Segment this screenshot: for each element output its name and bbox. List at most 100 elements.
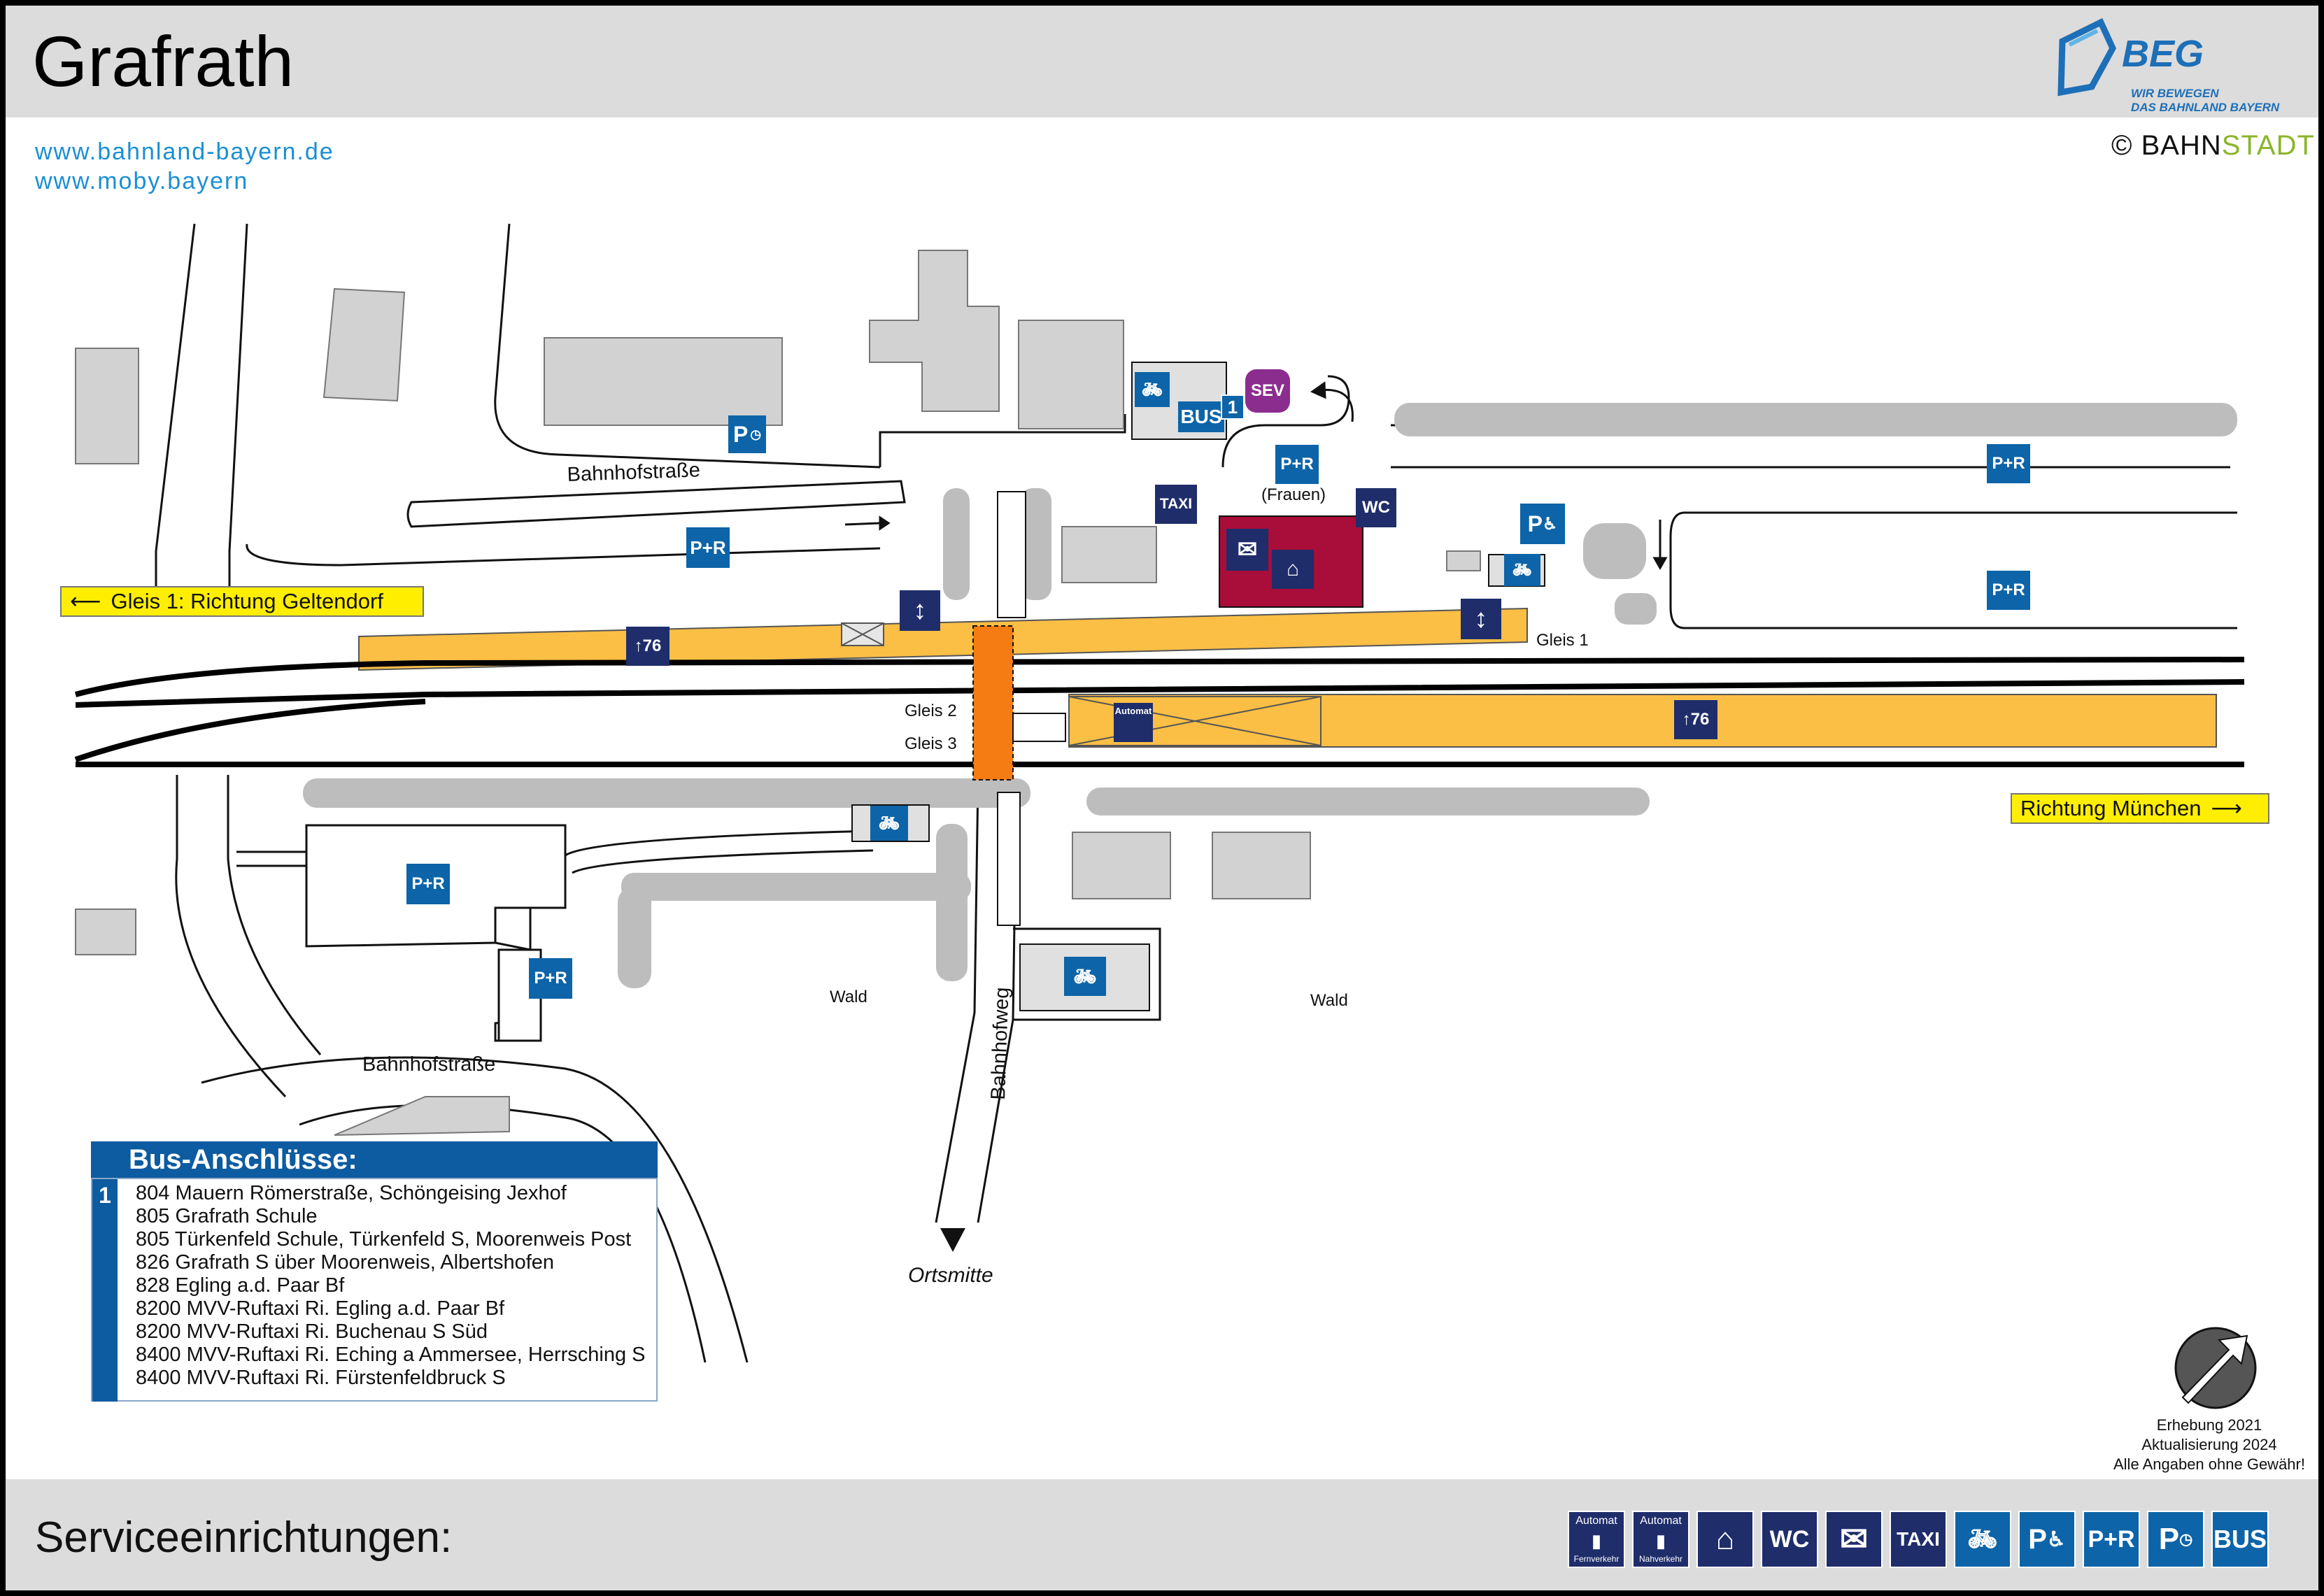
survey-line-3: Alle Angaben ohne Gewähr! <box>2113 1455 2305 1473</box>
taxi-icon: TAXI <box>1155 485 1197 524</box>
bench-shelter-cross <box>841 622 884 646</box>
arrow-loop <box>1320 389 1354 422</box>
bus-stop-number: 1 <box>92 1179 118 1402</box>
ticket-machine-regional-icon: Automat▮Nahverkehr <box>1632 1511 1689 1568</box>
bike-parking-icon: 🚲︎ <box>1954 1511 2011 1568</box>
park-and-ride-icon: P+R <box>1987 571 2030 610</box>
road-loop <box>1221 375 1350 468</box>
hedge <box>936 824 968 981</box>
wc-icon: WC <box>1761 1511 1818 1568</box>
park-and-ride-icon: P+R <box>2083 1511 2140 1568</box>
stairs-platform <box>1012 713 1066 742</box>
survey-line-2: Aktualisierung 2024 <box>2141 1436 2277 1453</box>
ticket-machine-long-distance-icon: Automat▮Fernverkehr <box>1568 1511 1625 1568</box>
header-band <box>6 6 2318 117</box>
bus-line: 8200 MVV-Ruftaxi Ri. Egling a.d. Paar Bf <box>136 1297 505 1320</box>
building <box>869 250 1000 412</box>
bus-connections-title: Bus-Anschlüsse: <box>91 1141 658 1178</box>
direction-sign-geltendorf: ⟵Gleis 1: Richtung Geltendorf <box>60 586 424 617</box>
building <box>1072 832 1171 899</box>
bus-connections-body: 1 804 Mauern Römerstraße, Schöngeising J… <box>91 1178 658 1402</box>
road-west-edge-2 <box>228 223 248 600</box>
road-bahnhofweg-west <box>935 781 979 1223</box>
area-label-wald-west: Wald <box>830 988 867 1006</box>
road-bahnhofstrasse-north-2 <box>246 543 881 567</box>
hedge <box>618 887 651 988</box>
survey-note: Erhebung 2021 Aktualisierung 2024 Alle A… <box>2111 1416 2307 1474</box>
bike-parking-icon: 🚲︎ <box>870 806 908 841</box>
beg-logo-mark <box>2057 17 2117 97</box>
hedge <box>303 778 1030 808</box>
road-south-link-top <box>565 829 874 857</box>
page-title: Grafrath <box>32 22 295 101</box>
track-switch <box>74 699 426 762</box>
copyright-stadt: STADT <box>2221 130 2315 161</box>
bus-icon: BUS <box>2211 1511 2269 1568</box>
hedge <box>1086 788 1650 815</box>
link-bahnland-bayern[interactable]: www.bahnland-bayern.de <box>35 138 334 165</box>
bus-line: 8200 MVV-Ruftaxi Ri. Buchenau S Süd <box>136 1320 488 1343</box>
arrow-ortsmitte-icon <box>940 1228 965 1252</box>
road-west-edge-1 <box>155 223 196 600</box>
parking-lot-south-2 <box>494 906 532 1042</box>
services-title: Serviceeinrichtungen: <box>35 1513 453 1562</box>
arrow-road-east-head <box>879 515 891 531</box>
hedge <box>1615 593 1657 625</box>
building <box>75 348 139 464</box>
beg-logo-mark-accent <box>2068 29 2099 47</box>
building <box>1446 550 1481 571</box>
bike-parking-icon: 🚲︎ <box>1064 957 1106 996</box>
building <box>323 287 406 402</box>
shelter-cross <box>1068 696 1322 746</box>
bike-parking-icon: 🚲︎ <box>1135 372 1170 407</box>
bus-line: 805 Grafrath Schule <box>136 1205 318 1227</box>
short-term-parking-icon: P◷ <box>728 415 766 453</box>
north-arrow-pointer <box>2181 1334 2248 1404</box>
building <box>1061 526 1157 583</box>
road-bahnhofstrasse-south-2 <box>299 1104 707 1363</box>
disabled-parking-icon: P♿︎ <box>1520 504 1565 544</box>
waiting-room-icon: ⌂ <box>1272 550 1314 589</box>
building <box>1018 320 1124 429</box>
frauen-label: (Frauen) <box>1261 485 1326 504</box>
copyright-symbol: © <box>2111 130 2133 161</box>
street-label-bahnhofstrasse-south: Bahnhofstraße <box>362 1053 495 1076</box>
railway-tracks <box>74 657 2245 767</box>
waiting-room-icon: ⌂ <box>1696 1511 1754 1568</box>
building <box>334 1096 510 1136</box>
arrow-road-down-head <box>1652 557 1668 571</box>
short-term-parking-icon: P◷ <box>2147 1511 2204 1568</box>
road-south-p-r-link <box>236 850 306 867</box>
road-north-main-top <box>879 414 1126 467</box>
bus-lines-list: 804 Mauern Römerstraße, Schöngeising Jex… <box>136 1182 646 1390</box>
disabled-parking-icon: P♿︎ <box>2018 1511 2076 1568</box>
track-label-gleis-2: Gleis 2 <box>905 701 957 720</box>
park-and-ride-icon: P+R <box>529 958 572 999</box>
park-and-ride-icon: P+R <box>1275 445 1319 484</box>
south-parking-lots <box>305 824 567 1042</box>
elevator-icon: ↕ <box>900 590 940 631</box>
platform-height-icon: ↑76 <box>626 627 669 666</box>
stairs <box>997 491 1066 926</box>
direction-sign-muenchen: Richtung München⟶ <box>2011 793 2269 824</box>
stairs-south <box>997 792 1021 926</box>
building <box>75 909 136 955</box>
building <box>1212 832 1311 899</box>
sev-icon: SEV <box>1245 369 1290 413</box>
hedge <box>943 488 970 600</box>
road-south-west-1 <box>175 775 287 1098</box>
area-label-wald-east: Wald <box>1310 991 1348 1010</box>
bus-connections-panel: Bus-Anschlüsse: 1 804 Mauern Römerstraße… <box>91 1141 658 1402</box>
bus-line: 828 Egling a.d. Paar Bf <box>136 1274 345 1297</box>
beg-logo <box>2057 17 2117 97</box>
track-label-gleis-1: Gleis 1 <box>1536 631 1589 650</box>
bus-line: 804 Mauern Römerstraße, Schöngeising Jex… <box>136 1182 567 1204</box>
beg-slogan-line2: DAS BAHNLAND BAYERN <box>2131 101 2280 114</box>
survey-line-1: Erhebung 2021 <box>2156 1416 2262 1434</box>
arrow-road-east <box>844 522 881 526</box>
elevator-icon: ↕ <box>1461 599 1501 639</box>
buildings <box>75 250 1481 1136</box>
link-moby-bayern[interactable]: www.moby.bayern <box>35 168 249 194</box>
road-bahnhofweg-spur <box>1013 927 1161 1021</box>
